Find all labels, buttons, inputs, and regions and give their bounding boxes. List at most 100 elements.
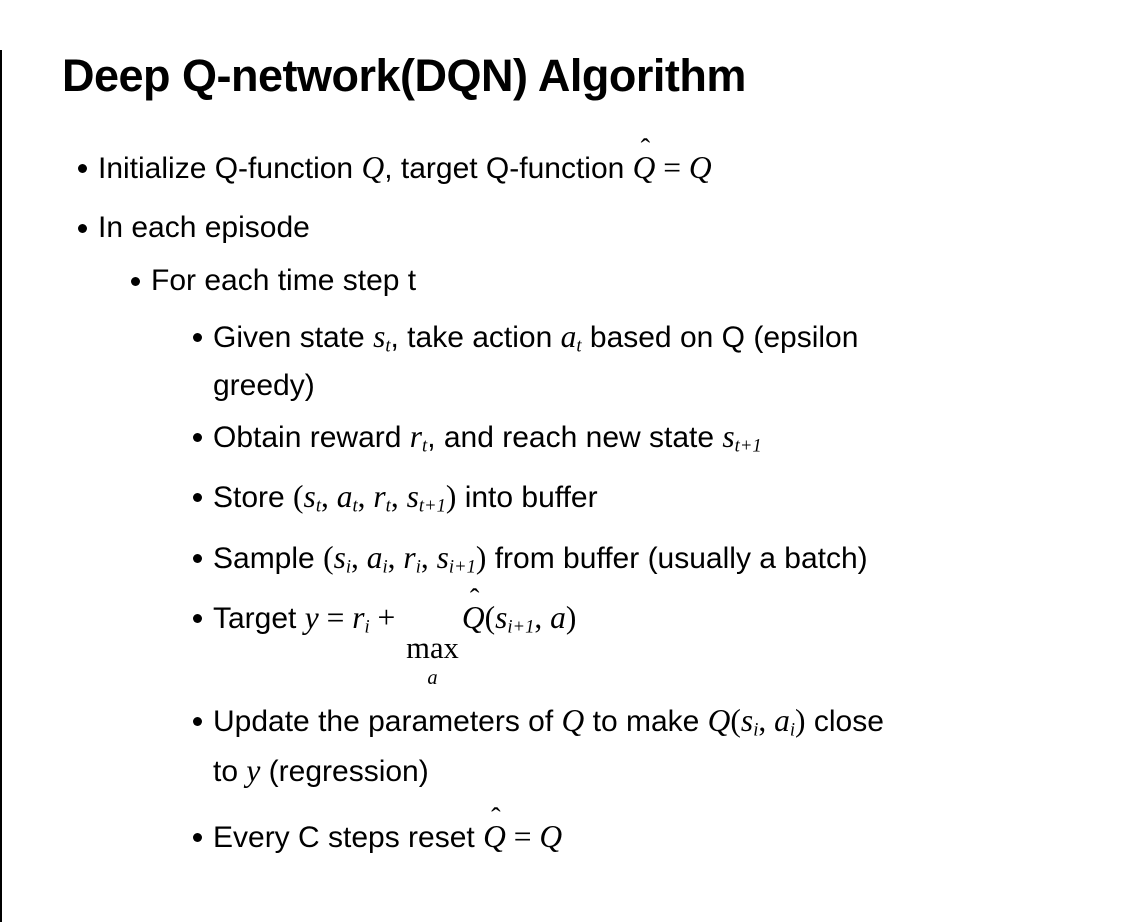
bullet-text: In each episode (98, 208, 310, 248)
math-symbol: , (534, 599, 551, 635)
math-subscripted-variable: st (373, 318, 390, 356)
math-subscripted-variable: st+1 (722, 419, 761, 456)
text-run: close (805, 705, 884, 739)
math-subscripted-variable: st+1 (407, 479, 446, 517)
math-variable: a (774, 703, 790, 739)
math-symbol: = (655, 149, 689, 185)
math-subscript: i+1 (448, 555, 476, 577)
math-variable: Q (561, 703, 585, 739)
math-subscripted-variable: si (740, 703, 759, 741)
slide: Deep Q-network(DQN) Algorithm Initialize… (0, 50, 1124, 858)
math-subscript: i (753, 719, 759, 741)
math-subscript: i (382, 555, 388, 577)
text-run: Every C steps reset (213, 820, 484, 854)
text-run: from buffer (usually a batch) (486, 541, 868, 575)
math-symbol: ) (445, 479, 457, 515)
math-variable: Q (461, 599, 485, 635)
math-subscripted-variable: rt (373, 479, 391, 517)
math-variable: s (373, 318, 386, 354)
math-variable: s (303, 479, 316, 515)
math-subscripted-variable: ri (403, 539, 421, 577)
text-run: to (213, 754, 247, 788)
hat-accent-mark: ˆ (469, 583, 480, 615)
text-run: greedy) (213, 369, 315, 403)
math-variable: y (246, 752, 261, 788)
bullet-dot-icon (78, 163, 87, 173)
math-symbol: , (758, 703, 775, 739)
bullet-dot-icon (78, 223, 87, 233)
text-run: Update the parameters of (213, 705, 562, 739)
math-subscript: i+1 (507, 616, 535, 638)
math-subscript: t (422, 435, 428, 457)
bullet-dot-icon (193, 613, 202, 623)
text-run: (regression) (260, 754, 429, 788)
text-run: In each episode (98, 210, 310, 244)
math-subscripted-variable: si+1 (436, 539, 476, 577)
math-subscripted-variable: at (560, 318, 582, 357)
math-variable: Q (688, 149, 712, 185)
math-subscripted-variable: si+1 (495, 599, 535, 638)
text-run: For each time step t (151, 263, 417, 297)
bullet-item: In each episode (78, 208, 1124, 248)
math-subscripted-variable: ai (774, 703, 796, 741)
bullet-dot-icon (193, 717, 202, 727)
hat-accent-mark: ˆ (640, 133, 651, 165)
math-symbol: ) (795, 703, 806, 739)
math-symbol: ( (323, 539, 334, 575)
text-run: to make (584, 705, 708, 739)
math-symbol: , (390, 479, 407, 515)
bullet-item: For each time step t (131, 261, 1124, 301)
math-symbol: , (320, 479, 337, 515)
math-symbol: ( (730, 703, 741, 739)
math-subscript: t+1 (418, 495, 446, 517)
bullet-dot-icon (193, 332, 202, 342)
bullet-list: Initialize Q-function Q, target Q-functi… (0, 135, 1124, 858)
text-run: , take action (390, 320, 561, 354)
math-variable: a (366, 539, 383, 575)
math-variable: y (304, 599, 319, 635)
math-subscripted-variable: si (334, 540, 351, 577)
math-variable: s (722, 419, 735, 455)
text-run: based on Q (epsilon (581, 320, 859, 354)
max-operator-label: max (406, 630, 459, 665)
bullet-item: Obtain reward rt, and reach new state st… (193, 417, 1124, 466)
text-run: , and reach new state (427, 421, 723, 455)
bullet-dot-icon (193, 493, 202, 503)
text-run: Target (213, 601, 305, 635)
text-run: Obtain reward (213, 421, 410, 455)
math-variable: r (373, 479, 386, 515)
bullet-item: Sample (si, ai, ri, si+1) from buffer (u… (193, 538, 1124, 587)
bullet-text: For each time step t (151, 261, 416, 301)
math-symbol: ( (293, 479, 304, 515)
text-run: Store (213, 481, 294, 515)
math-symbol: , (357, 479, 374, 515)
math-subscript: i (364, 616, 370, 638)
math-symbol: ( (484, 599, 496, 635)
bullet-text: Obtain reward rt, and reach new state st… (213, 417, 762, 466)
math-subscript: i (415, 555, 421, 577)
math-subscript: t (385, 495, 391, 517)
math-variable: Q (632, 149, 656, 185)
math-symbol: = (318, 599, 353, 635)
math-subscript: i (789, 719, 796, 741)
bullet-dot-icon (131, 276, 140, 286)
bullet-item: Store (st, at, rt, st+1) into buffer (193, 477, 1124, 526)
math-variable: s (740, 703, 754, 739)
math-variable: s (495, 599, 508, 635)
math-symbol: = (505, 818, 540, 854)
math-variable: s (436, 539, 449, 575)
math-variable: r (403, 539, 416, 575)
math-subscript: t (576, 335, 582, 357)
bullet-item: Update the parameters of Q to make Q(si,… (193, 701, 1124, 791)
math-subscript: t (315, 495, 321, 517)
math-symbol: ) (565, 599, 577, 635)
math-symbol: , (351, 539, 367, 575)
math-variable: a (336, 479, 353, 515)
math-variable: a (560, 318, 577, 354)
